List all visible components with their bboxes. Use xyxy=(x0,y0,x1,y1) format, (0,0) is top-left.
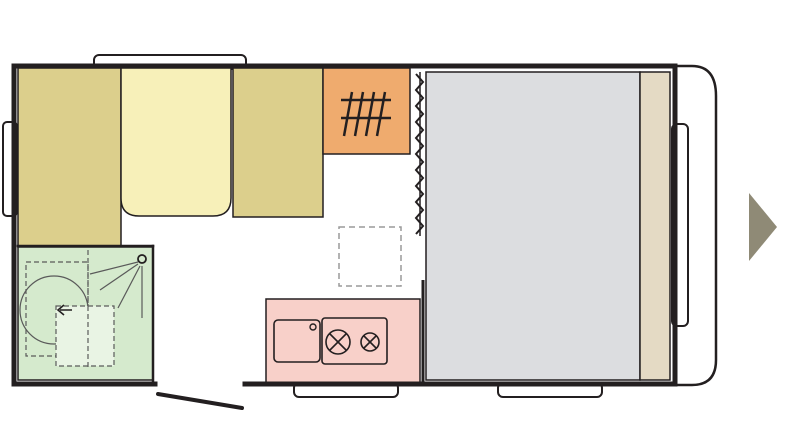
hob-burner-large-icon xyxy=(325,329,351,355)
sink-icon xyxy=(273,319,321,363)
dinette-bench-right xyxy=(232,67,324,218)
washbasin-dashed xyxy=(55,305,115,367)
sink-drain xyxy=(309,323,317,331)
skylight xyxy=(338,226,402,287)
flush-arrow-icon xyxy=(56,304,72,316)
dinette-table xyxy=(120,67,232,217)
shower-head-icon xyxy=(137,254,147,264)
entrance-door xyxy=(156,392,244,410)
triangle-right-icon xyxy=(749,193,777,261)
bed-headboard xyxy=(639,71,671,381)
wardrobe-hanger-icon xyxy=(341,91,391,137)
hob-burner-small-icon xyxy=(360,332,380,352)
dinette-bench-left xyxy=(17,67,122,248)
walls xyxy=(11,63,678,387)
wardrobe xyxy=(322,67,411,155)
bathroom-fixtures xyxy=(19,250,147,370)
bed xyxy=(425,71,641,381)
hob xyxy=(321,317,388,365)
